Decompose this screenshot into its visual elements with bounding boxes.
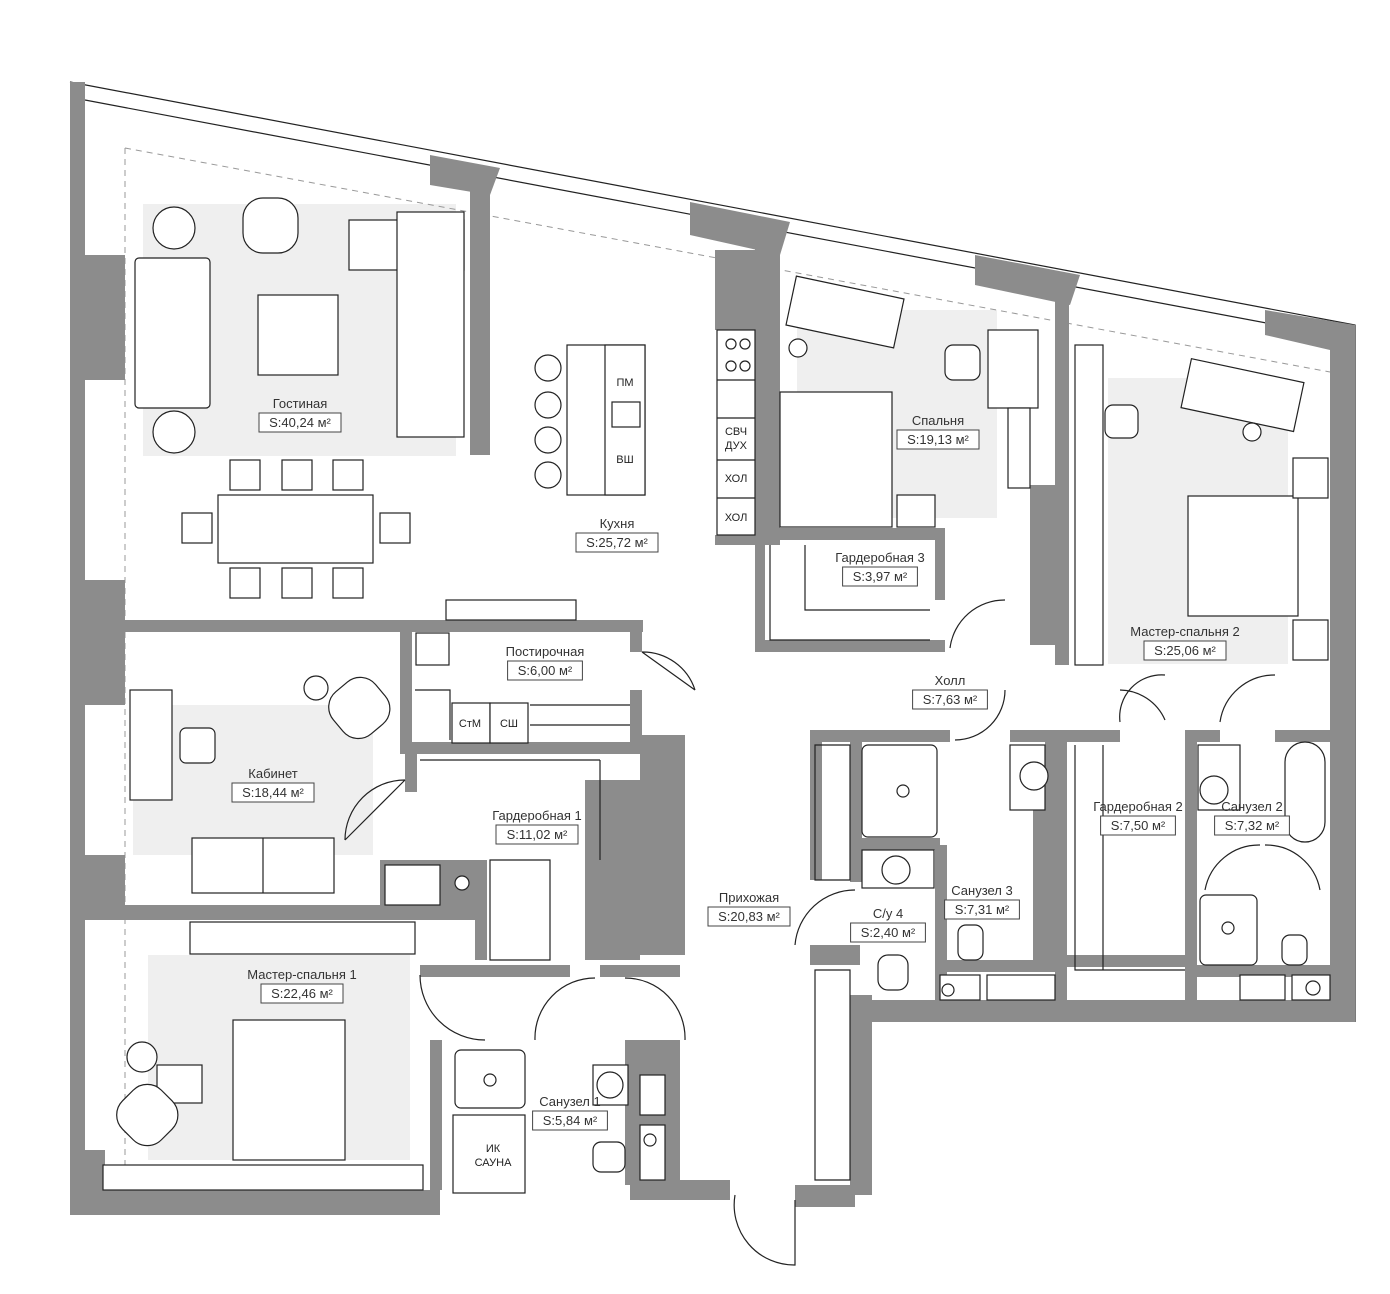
room-area: S:25,72 м² — [586, 535, 648, 550]
room-name: Гардеробная 1 — [492, 808, 581, 823]
room-area: S:7,31 м² — [955, 902, 1010, 917]
room-area: S:19,13 м² — [907, 432, 969, 447]
room-name: Кабинет — [248, 766, 297, 781]
room-area: S:7,32 м² — [1225, 818, 1280, 833]
room-area: S:2,40 м² — [861, 925, 916, 940]
sauna-label-1: ИК — [486, 1143, 501, 1155]
room-name: Гостиная — [273, 396, 328, 411]
washer-sink-label: ВШ — [616, 454, 633, 466]
area-box — [258, 412, 342, 433]
room-label: Гардеробная 2 S:7,50 м² — [1093, 799, 1183, 836]
area-box — [495, 824, 579, 845]
room-name: Мастер-спальня 1 — [247, 967, 357, 982]
room-name: Санузел 1 — [539, 1094, 600, 1109]
bathroom-fixtures — [452, 741, 1331, 1194]
oven-label: ДУХ — [725, 440, 748, 452]
bedroom-furniture — [779, 275, 1329, 666]
area-box — [896, 429, 980, 450]
room-name: Гардеробная 3 — [835, 550, 924, 565]
room-label: Гардеробная 3 S:3,97 м² — [835, 550, 925, 587]
room-label: Санузел 3 S:7,31 м² — [944, 883, 1020, 920]
room-name: Холл — [935, 673, 966, 688]
room-name: Гардеробная 2 — [1093, 799, 1182, 814]
room-name: Постирочная — [506, 644, 585, 659]
area-box — [532, 1110, 608, 1131]
area-box — [707, 906, 791, 927]
room-name: Мастер-спальня 2 — [1130, 624, 1240, 639]
area-box — [507, 660, 583, 681]
room-label: Мастер-спальня 1 S:22,46 м² — [247, 967, 357, 1004]
sauna-label-2: САУНА — [475, 1157, 512, 1169]
dryer-label: СШ — [500, 718, 518, 730]
cabinet-furniture — [102, 675, 470, 1191]
laundry-furniture — [415, 545, 1185, 1181]
room-area: S:18,44 м² — [242, 785, 304, 800]
living-furniture — [134, 197, 577, 621]
area-box — [842, 566, 918, 587]
area-box — [944, 899, 1020, 920]
area-box — [1214, 815, 1290, 836]
room-name: Кухня — [600, 516, 635, 531]
room-area: S:5,84 м² — [543, 1113, 598, 1128]
room-name: Прихожая — [719, 890, 779, 905]
room-name: С/у 4 — [873, 906, 903, 921]
microwave-label: СВЧ — [725, 426, 747, 438]
room-label: Санузел 1 S:5,84 м² — [532, 1094, 608, 1131]
doors[interactable] — [344, 599, 1321, 1266]
room-name: Спальня — [912, 413, 964, 428]
room-label: С/у 4 S:2,40 м² — [850, 906, 926, 943]
area-box — [575, 532, 659, 553]
room-area: S:11,02 м² — [507, 827, 568, 842]
room-area: S:7,63 м² — [923, 692, 978, 707]
room-area: S:7,50 м² — [1111, 818, 1166, 833]
room-area: S:22,46 м² — [271, 986, 333, 1001]
room-area: S:3,97 м² — [853, 569, 908, 584]
area-box — [1100, 815, 1176, 836]
room-area: S:40,24 м² — [269, 415, 331, 430]
area-box — [260, 983, 344, 1004]
walls — [69, 81, 1356, 1215]
room-label: Мастер-спальня 2 S:25,06 м² — [1130, 624, 1240, 661]
room-area: S:20,83 м² — [718, 909, 780, 924]
dishwasher-label: ПМ — [616, 377, 633, 389]
fridge-label-1: ХОЛ — [725, 473, 748, 485]
fridge-label-2: ХОЛ — [725, 512, 748, 524]
room-label: Гардеробная 1 S:11,02 м² — [492, 808, 582, 845]
room-name: Санузел 3 — [951, 883, 1012, 898]
kitchen-furniture — [534, 329, 756, 536]
room-label: Санузел 2 S:7,32 м² — [1214, 799, 1290, 836]
area-box — [231, 782, 315, 803]
area-box — [1143, 640, 1227, 661]
area-box — [912, 689, 988, 710]
appliance-labels: ПМ ВШ СВЧ ДУХ ХОЛ ХОЛ СтМ СШ ИК САУНА — [459, 377, 748, 1169]
room-area: S:25,06 м² — [1154, 643, 1216, 658]
room-area: S:6,00 м² — [518, 663, 573, 678]
area-box — [850, 922, 926, 943]
washing-machine-label: СтМ — [459, 718, 481, 730]
room-name: Санузел 2 — [1221, 799, 1282, 814]
